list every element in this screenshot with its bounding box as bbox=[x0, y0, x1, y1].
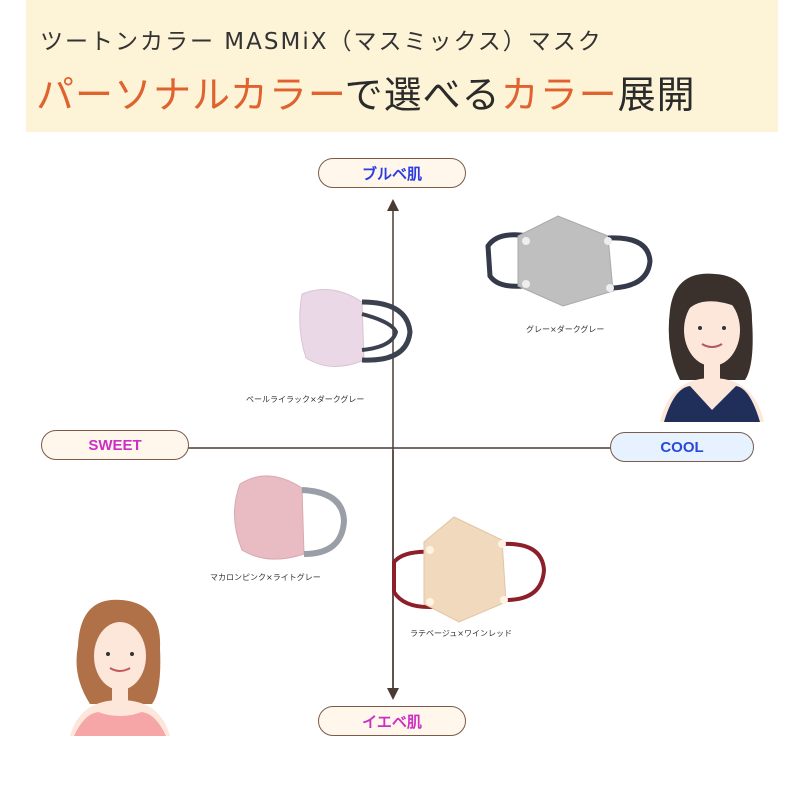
caption-macaron-pink: マカロンピンク×ライトグレー bbox=[210, 573, 321, 582]
title-part-lineup: 展開 bbox=[617, 73, 696, 117]
mask-pale-lilac bbox=[299, 289, 413, 367]
axis-label-sweet: SWEET bbox=[41, 430, 189, 460]
title-part-personal-color: パーソナルカラー bbox=[36, 73, 345, 117]
caption-pale-lilac: ペールライラック×ダークグレー bbox=[246, 395, 365, 404]
subtitle: ツートンカラー MASMiX（マスミックス）マスク bbox=[40, 29, 603, 55]
caption-latte-beige: ラテベージュ×ワインレッド bbox=[410, 629, 512, 638]
title-part-color: カラー bbox=[500, 73, 618, 117]
mask-latte-beige bbox=[392, 516, 547, 623]
caption-grey: グレー×ダークグレー bbox=[526, 325, 605, 334]
mask-macaron-pink bbox=[233, 475, 348, 560]
axis-label-yellow-base: イエベ肌 bbox=[318, 706, 466, 736]
title-part-choose: で選べる bbox=[344, 73, 501, 117]
mask-grey bbox=[485, 215, 653, 307]
axis-label-cool: COOL bbox=[610, 432, 754, 462]
woman-cool-illustration bbox=[660, 273, 764, 422]
axis-label-blue-base: ブルベ肌 bbox=[318, 158, 466, 188]
woman-sweet-illustration bbox=[70, 599, 170, 736]
page-title: パーソナルカラーで選べるカラー展開 bbox=[36, 64, 696, 119]
header-banner: ツートンカラー MASMiX（マスミックス）マスク パーソナルカラーで選べるカラ… bbox=[26, 0, 778, 132]
